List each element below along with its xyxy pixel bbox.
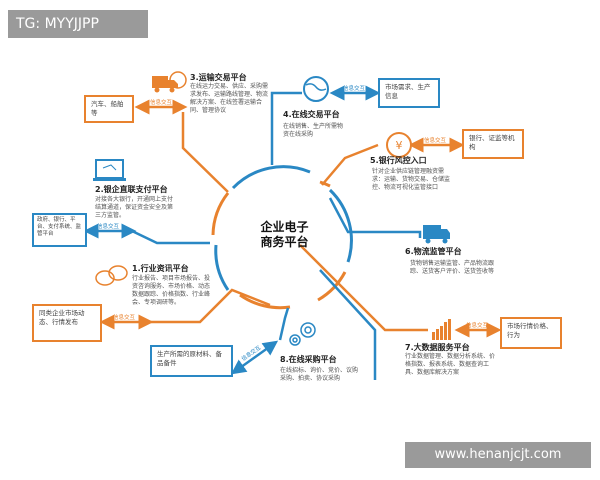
node-4-desc: 在线销售、生产所需物资在线采购	[283, 123, 344, 138]
node-3-partner-box: 汽车、船舶等	[84, 95, 134, 123]
connector-2	[131, 229, 210, 245]
node-5-title: 5.银行风控入口	[370, 156, 427, 165]
center-title-line2: 商务平台	[260, 235, 309, 249]
globe-icon	[303, 76, 329, 102]
connector-6	[328, 197, 422, 238]
node-5-partner-box: 银行、证监等机构	[462, 129, 524, 159]
exchange-arrow-8	[230, 340, 279, 375]
ring-arc-bottomright-orange	[317, 271, 347, 302]
node-2-partner-box: 政府、银行、平台、支付系统、监管平台	[32, 213, 87, 247]
exchange-label-1: 信息交互	[113, 315, 136, 321]
node-3-title: 3.运输交易平台	[190, 73, 247, 82]
exchange-label-2: 信息交互	[97, 224, 120, 230]
node-6-desc: 货物销售运输监管、产品物流跟踪、送货客户评价、送货签收等	[410, 260, 495, 275]
ring-arc-right-orange	[319, 180, 331, 188]
node-3-desc: 在线运力交易、供应、采购需求发布、运输路线管理、物流解决方案、在线签署运输合同、…	[190, 83, 269, 114]
bar-chart-icon	[432, 319, 451, 340]
node-1-partner-box: 同类企业市场动态、行情发布	[32, 304, 102, 342]
ring-arc-right-blue	[328, 188, 353, 263]
node-7-partner-box: 市场行情价格、行为	[500, 317, 562, 349]
watermark: www.henanjcjt.com	[405, 442, 591, 468]
ring-arc-leftupper-orange	[211, 192, 230, 236]
ring-arc-left-blue	[214, 244, 230, 291]
svg-text:¥: ¥	[396, 139, 403, 152]
connector-5	[321, 143, 379, 186]
tag-label: TG: MYYJJPP	[8, 10, 148, 38]
laptop-payment-icon	[93, 159, 126, 181]
delivery-truck-icon	[423, 225, 450, 244]
chat-bubbles-icon	[95, 265, 128, 286]
connector-7	[299, 244, 428, 332]
connector-8	[319, 269, 377, 380]
center-title-line1: 企业电子	[260, 220, 309, 234]
connector-8b	[278, 307, 290, 341]
truck-globe-icon	[152, 71, 187, 93]
connector-4	[270, 91, 302, 165]
connector-1	[150, 288, 271, 324]
node-4-partner-box: 市场需求、生产信息	[378, 78, 440, 108]
node-2-title: 2.银企直联支付平台	[95, 185, 168, 194]
node-1-title: 1.行业资讯平台	[132, 264, 189, 273]
exchange-label-5: 信息交互	[424, 138, 447, 144]
node-7-desc: 行业数据管理、数据分析系统、价格指数、报表系统、数据查询工具、数据库解决方案	[405, 353, 496, 376]
center-title: 企业电子 商务平台	[247, 220, 322, 250]
exchange-label-3: 信息交互	[150, 100, 173, 106]
exchange-label-7: 信息交互	[466, 323, 489, 329]
node-1-desc: 行业报告、项目市场报告、投资咨询服务、市场价格、动态数据跟踪、价格指数、行业峰会…	[132, 275, 211, 306]
node-7-title: 7.大数据服务平台	[405, 343, 470, 352]
node-8-partner-box: 生产所需的原材料、备品备件	[150, 345, 233, 377]
connector-3	[181, 112, 229, 193]
yen-icon: ¥	[386, 132, 412, 158]
node-6-title: 6.物流监管平台	[405, 247, 462, 256]
node-2-desc: 对接各大银行，开通网上支付结算通道，保证资金安全及第三方监管。	[95, 196, 174, 219]
gears-icon	[289, 322, 316, 346]
node-5-desc: 针对企业供应链管理融资需求：运输、货物交易、仓储监控、物流可视化监管接口	[372, 168, 451, 191]
node-8-desc: 在线招标、询价、竞价、议购采购、拍卖、协议采购	[280, 367, 359, 382]
ring-arc-bottom-orange	[239, 293, 291, 310]
node-4-title: 4.在线交易平台	[283, 110, 340, 119]
exchange-label-4: 信息交互	[343, 86, 366, 92]
node-8-title: 8.在线采购平台	[280, 355, 337, 364]
ring-arc-top-blue	[231, 165, 311, 190]
